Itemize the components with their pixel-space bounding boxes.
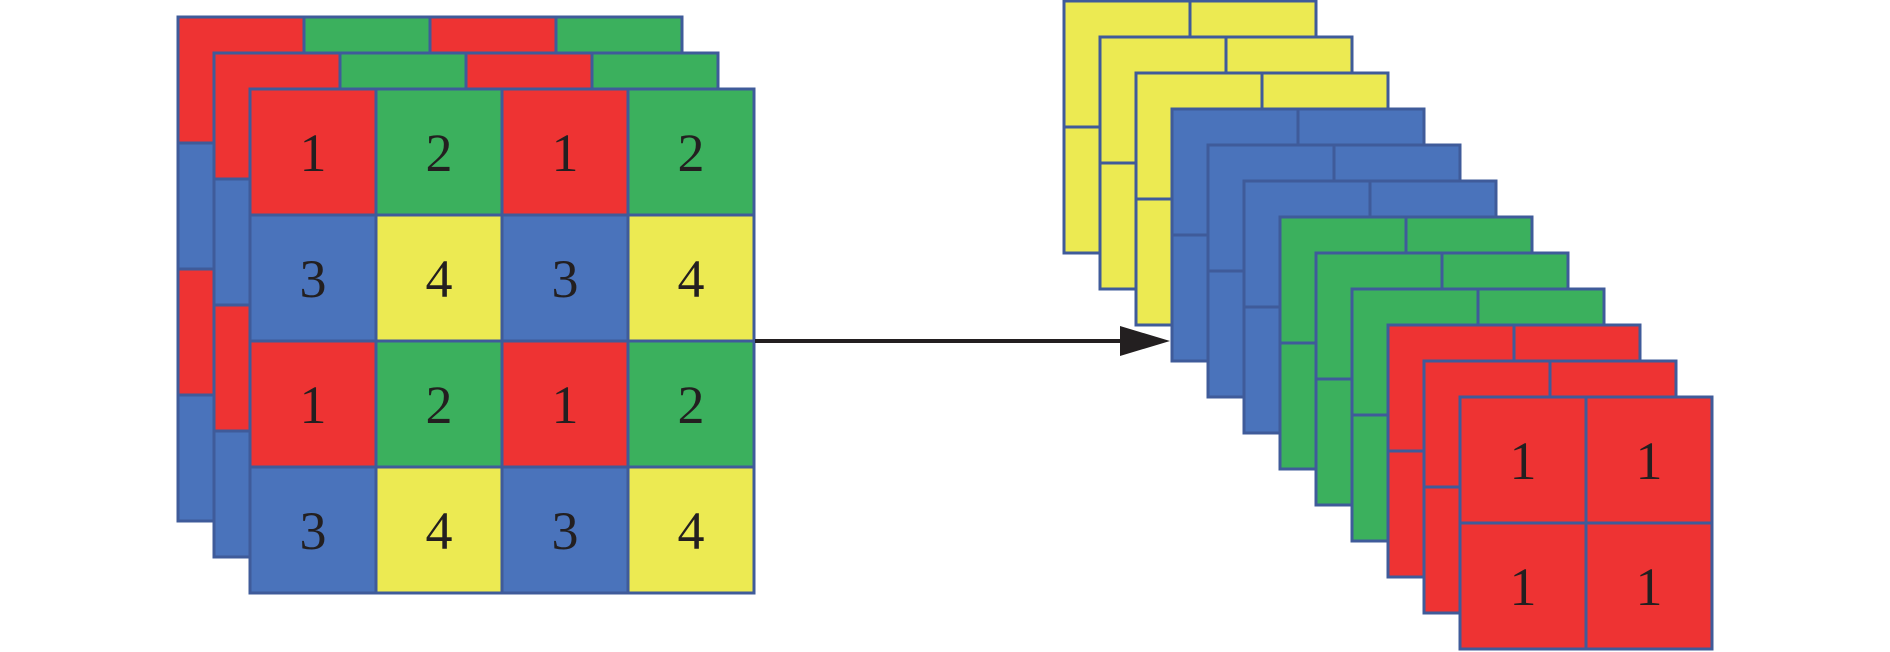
input-cell [626, 339, 756, 469]
input-cell [626, 213, 756, 343]
input-cell-label: 4 [426, 501, 453, 561]
input-tensor-stack: 1 2 1 2 3 4 3 4 1 2 1 2 3 4 3 4 [176, 15, 756, 595]
input-cell-label: 2 [678, 123, 705, 183]
input-cell-label: 3 [300, 501, 327, 561]
output-cell [1584, 395, 1714, 525]
input-cell-label: 1 [552, 375, 579, 435]
input-cell-label: 4 [678, 501, 705, 561]
input-cell-label: 1 [300, 123, 327, 183]
output-cell-label: 1 [1510, 557, 1537, 617]
input-cell-label: 3 [552, 501, 579, 561]
input-cell-label: 3 [300, 249, 327, 309]
input-cell [374, 339, 504, 469]
input-layer-front: 1 2 1 2 3 4 3 4 1 2 1 2 3 4 3 4 [248, 87, 756, 595]
input-cell [626, 465, 756, 595]
input-cell [248, 213, 378, 343]
output-layer-front: 1 1 1 1 [1458, 395, 1714, 651]
arrowhead-icon [1120, 326, 1170, 356]
input-cell-label: 2 [426, 375, 453, 435]
input-cell-label: 2 [678, 375, 705, 435]
output-cell-label: 1 [1636, 557, 1663, 617]
output-cell [1458, 521, 1588, 651]
input-cell [248, 465, 378, 595]
input-cell [626, 87, 756, 217]
input-cell [374, 465, 504, 595]
output-cell-label: 1 [1636, 431, 1663, 491]
input-cell-label: 3 [552, 249, 579, 309]
input-cell [500, 339, 630, 469]
output-tensor-stack: 1 1 1 1 [1062, 0, 1714, 651]
output-cell-label: 1 [1510, 431, 1537, 491]
input-cell-label: 4 [426, 249, 453, 309]
input-cell [500, 465, 630, 595]
input-cell-label: 2 [426, 123, 453, 183]
output-cell [1458, 395, 1588, 525]
input-cell-label: 1 [300, 375, 327, 435]
input-cell-label: 1 [552, 123, 579, 183]
input-cell-label: 4 [678, 249, 705, 309]
transform-arrow [755, 326, 1170, 356]
output-cell [1584, 521, 1714, 651]
